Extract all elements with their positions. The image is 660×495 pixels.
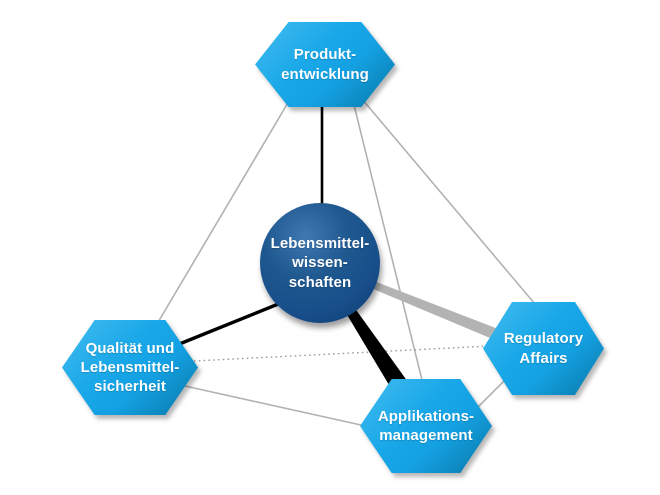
node-produktentwicklung: Produkt- entwicklung — [255, 22, 395, 107]
hexagon-shape: Regulatory Affairs — [483, 302, 604, 395]
node-applikationsmanagement: Applikations- management — [360, 379, 492, 473]
node-lebensmittelwissenschaften: Lebensmittel- wissen- schaften — [260, 203, 380, 323]
hexagon-shape: Produkt- entwicklung — [255, 22, 395, 107]
edge-center-to-right-wedge — [371, 281, 506, 343]
node-regulatory-affairs: Regulatory Affairs — [483, 302, 604, 395]
node-produktentwicklung-label: Produkt- entwicklung — [281, 46, 369, 83]
node-applikationsmanagement-label: Applikations- management — [377, 407, 475, 444]
node-regulatory-affairs-label: Regulatory Affairs — [503, 330, 584, 367]
edge-top-to-right — [361, 98, 541, 311]
node-qualitaet-und-lebensmittelsicherheit: Qualität und Lebensmittel- sicherheit — [62, 320, 198, 415]
edge-top-to-bottom — [352, 100, 425, 389]
edge-center-to-bottom-wedge — [346, 307, 413, 400]
edge-left-to-bottom — [175, 383, 371, 428]
edge-left-to-right-dotted — [193, 345, 491, 362]
hexagon-shape: Applikations- management — [360, 379, 492, 473]
node-lebensmittelwissenschaften-label: Lebensmittel- wissen- schaften — [270, 235, 370, 291]
edge-bottom-to-right — [476, 380, 505, 409]
edge-top-to-left — [156, 100, 290, 325]
hexagon-shape: Qualität und Lebensmittel- sicherheit — [62, 320, 198, 415]
node-qualitaet-label: Qualität und Lebensmittel- sicherheit — [80, 339, 180, 396]
